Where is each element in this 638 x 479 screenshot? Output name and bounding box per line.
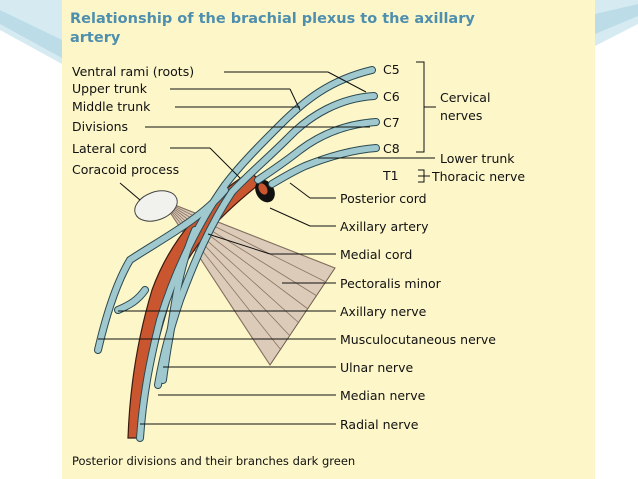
label-c8: C8 <box>383 141 400 156</box>
label-c6: C6 <box>383 89 400 104</box>
label-thoracic-nerve: Thoracic nerve <box>432 169 526 184</box>
label-t1: T1 <box>383 168 399 183</box>
label-lower-trunk: Lower trunk <box>440 151 515 166</box>
label-medial-cord: Medial cord <box>340 247 413 262</box>
label-ventral-rami: Ventral rami (roots) <box>72 64 195 79</box>
label-ulnar-nerve: Ulnar nerve <box>340 360 414 375</box>
leader-lines <box>98 61 436 425</box>
diagram-panel <box>62 0 595 479</box>
label-radial-nerve: Radial nerve <box>340 417 419 432</box>
label-axillary-artery: Axillary artery <box>340 219 429 234</box>
label-lateral-cord: Lateral cord <box>72 141 147 156</box>
label-nerves: nerves <box>440 108 483 123</box>
brachial-plexus-nerves <box>94 66 380 442</box>
label-coracoid-process: Coracoid process <box>72 162 180 177</box>
label-divisions: Divisions <box>72 119 129 134</box>
label-posterior-cord: Posterior cord <box>340 191 427 206</box>
label-pectoralis-minor: Pectoralis minor <box>340 276 441 291</box>
label-musculocutaneous-nerve: Musculocutaneous nerve <box>340 332 496 347</box>
label-median-nerve: Median nerve <box>340 388 426 403</box>
label-upper-trunk: Upper trunk <box>72 81 147 96</box>
label-cervical: Cervical <box>440 90 491 105</box>
label-axillary-nerve: Axillary nerve <box>340 304 427 319</box>
label-middle-trunk: Middle trunk <box>72 99 151 114</box>
label-c5: C5 <box>383 62 400 77</box>
diagram-title: Relationship of the brachial plexus to t… <box>70 11 475 46</box>
coracoid-process-bone <box>134 190 178 222</box>
label-c7: C7 <box>383 115 400 130</box>
footnote: Posterior divisions and their branches d… <box>72 454 356 468</box>
